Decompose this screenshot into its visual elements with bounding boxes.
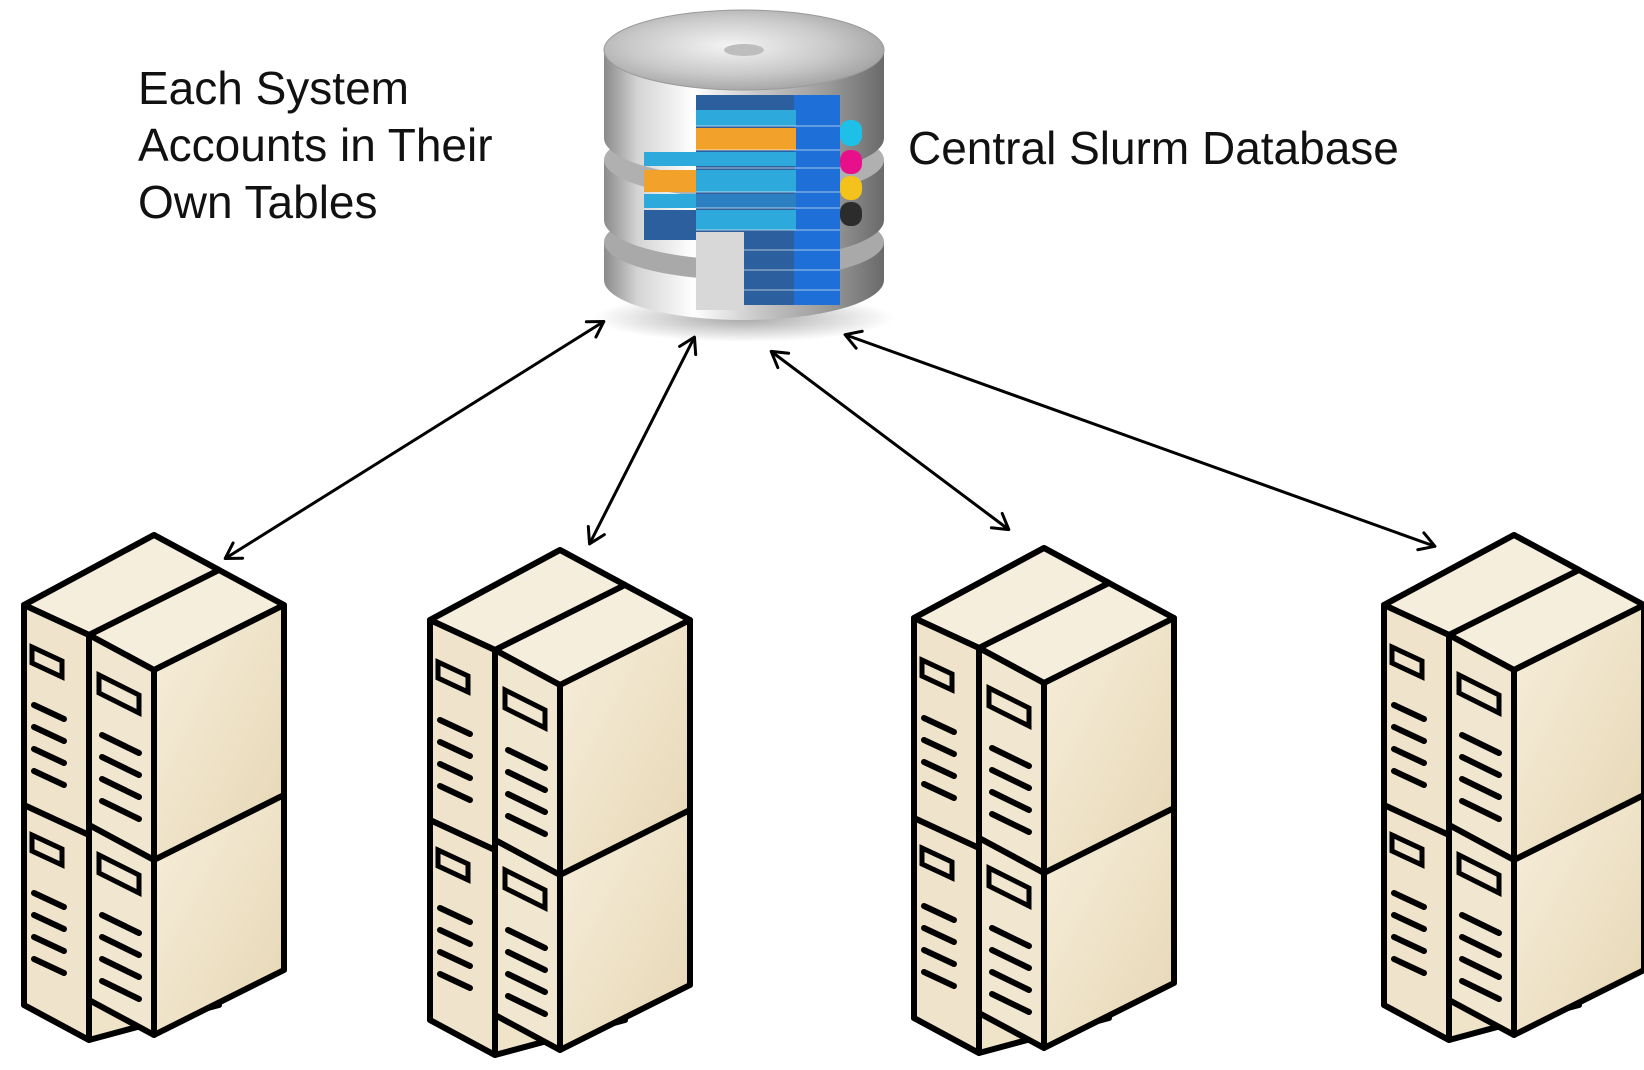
arrow-system-2	[586, 335, 698, 546]
system-accounts-label-line-2: Accounts in Their	[138, 119, 493, 171]
arrow-system-4	[843, 329, 1437, 552]
arrow-system-1	[223, 319, 606, 561]
arrow-system-3	[769, 349, 1011, 532]
database-icon	[594, 9, 894, 342]
system-accounts-label-line-3: Own Tables	[138, 176, 378, 228]
central-database-label: Central Slurm Database	[908, 122, 1399, 174]
server-rack-icon	[24, 535, 284, 1040]
server-rack-icon	[1384, 535, 1644, 1040]
server-rack-icon	[430, 550, 690, 1055]
system-accounts-label-line-1: Each System	[138, 62, 409, 114]
system-accounts-label: Each System Accounts in Their Own Tables	[138, 60, 493, 231]
connections	[223, 319, 1437, 561]
database-data-stripes	[644, 95, 862, 310]
server-rack-icon	[914, 548, 1174, 1053]
